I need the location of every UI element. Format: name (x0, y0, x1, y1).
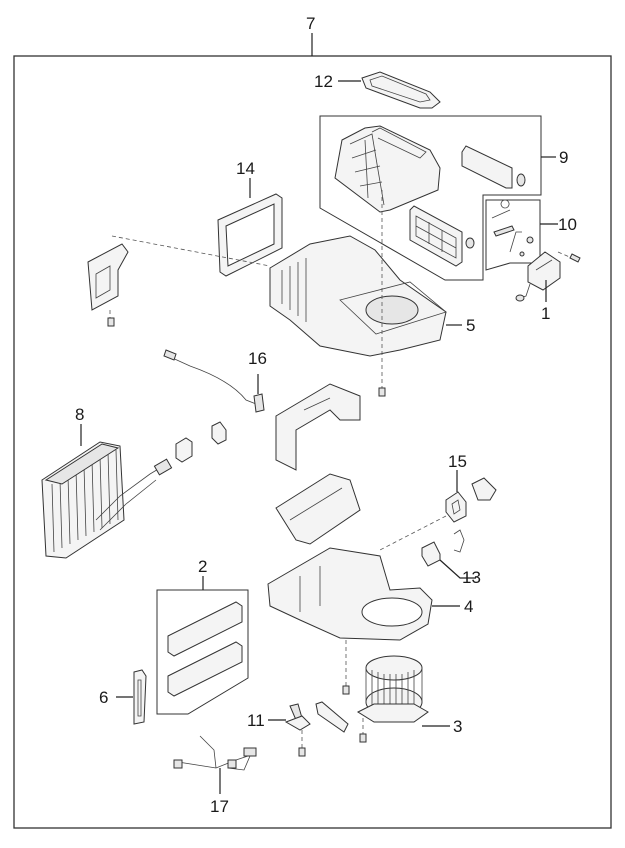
callout-15[interactable]: 15 (448, 452, 467, 471)
callout-12[interactable]: 12 (314, 72, 333, 91)
part-14-seal-frame[interactable] (217, 178, 283, 277)
part-16-sensor[interactable] (163, 349, 265, 413)
part-11-resistor[interactable] (268, 701, 349, 757)
callout-2[interactable]: 2 (198, 557, 207, 576)
part-3-blower-motor[interactable] (356, 655, 450, 743)
callout-6[interactable]: 6 (99, 688, 108, 707)
part-12-seal[interactable] (338, 71, 441, 109)
callout-8[interactable]: 8 (75, 405, 84, 424)
cover-piece (275, 383, 361, 471)
part-5-upper-case[interactable] (269, 190, 462, 397)
part-10-link-kit[interactable] (485, 199, 558, 271)
callout-14[interactable]: 14 (236, 159, 255, 178)
callout-13[interactable]: 13 (462, 568, 481, 587)
part-2-filter-set[interactable] (156, 576, 249, 715)
callout-5[interactable]: 5 (466, 316, 475, 335)
part-17-harness[interactable] (173, 735, 257, 794)
part-9-intake-door-set[interactable] (319, 115, 556, 281)
callout-4[interactable]: 4 (464, 597, 473, 616)
part-1-actuator[interactable] (515, 251, 581, 302)
part-13-grommet[interactable] (421, 529, 476, 579)
callout-17[interactable]: 17 (210, 797, 229, 816)
callout-10[interactable]: 10 (558, 215, 577, 234)
callout-7[interactable]: 7 (306, 14, 315, 33)
callout-16[interactable]: 16 (248, 349, 267, 368)
part-15-packing[interactable] (379, 470, 497, 551)
callout-1[interactable]: 1 (541, 304, 550, 323)
middle-tray (275, 473, 361, 545)
part-4-lower-case[interactable] (267, 547, 460, 695)
callout-3[interactable]: 3 (453, 717, 462, 736)
callout-9[interactable]: 9 (559, 148, 568, 167)
callout-11[interactable]: 11 (247, 711, 265, 730)
assembly-frame (13, 33, 612, 829)
bracket-left (87, 235, 271, 327)
part-8-evaporator[interactable] (41, 421, 227, 559)
part-6-bracket[interactable] (116, 669, 147, 725)
